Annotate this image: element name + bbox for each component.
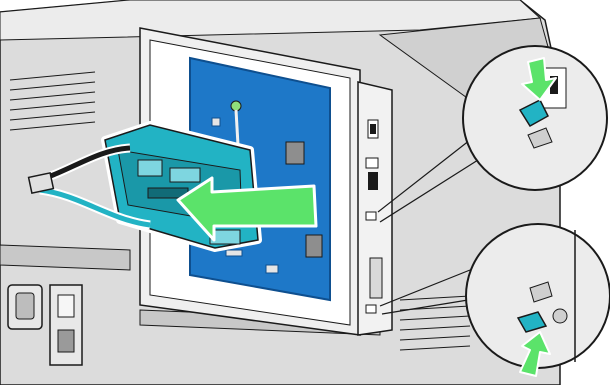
power-inlet-icon (8, 285, 42, 329)
connector-strip (358, 82, 392, 335)
power-switch-icon (50, 285, 82, 365)
